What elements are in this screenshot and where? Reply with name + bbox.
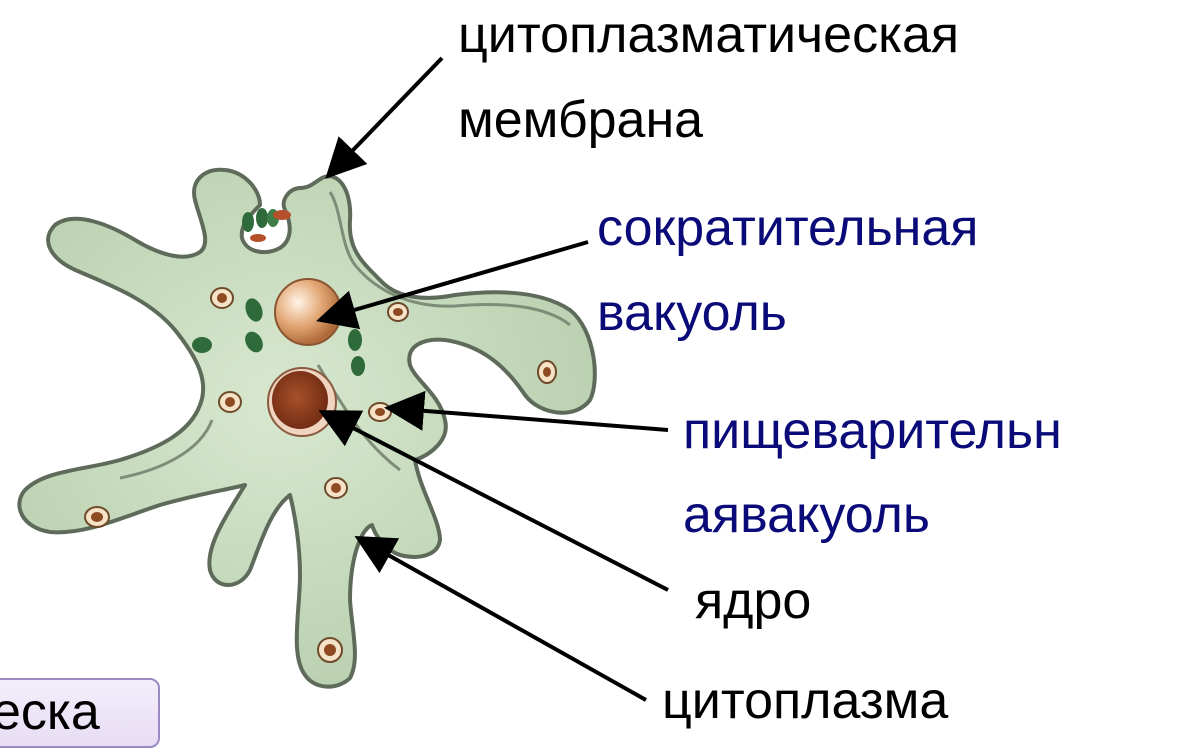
label-nucleus: ядро — [695, 573, 811, 629]
label-membrane-line1: цитоплазматическая — [458, 7, 959, 63]
label-digestive-line1: пищеварительн — [683, 403, 1062, 459]
arrow-cytoplasm — [358, 538, 646, 700]
ingested-food — [273, 210, 291, 220]
green-inclusion — [351, 356, 365, 376]
green-inclusion — [348, 329, 362, 351]
label-membrane-line2: мембрана — [458, 92, 703, 148]
green-inclusion — [192, 337, 212, 353]
ingested-food — [256, 208, 268, 228]
label-contractile-line2: вакуоль — [597, 285, 787, 341]
contractile-vacuole — [275, 279, 341, 345]
label-digestive-line2: аявакуоль — [683, 487, 930, 543]
label-cytoplasm: цитоплазма — [662, 673, 948, 729]
arrow-membrane — [328, 58, 442, 176]
hint-button-label: еска — [0, 684, 100, 740]
ingested-food — [250, 234, 266, 242]
nucleus-core — [272, 371, 328, 429]
label-contractile-line1: сократительная — [597, 200, 978, 256]
ingested-food — [242, 212, 254, 232]
